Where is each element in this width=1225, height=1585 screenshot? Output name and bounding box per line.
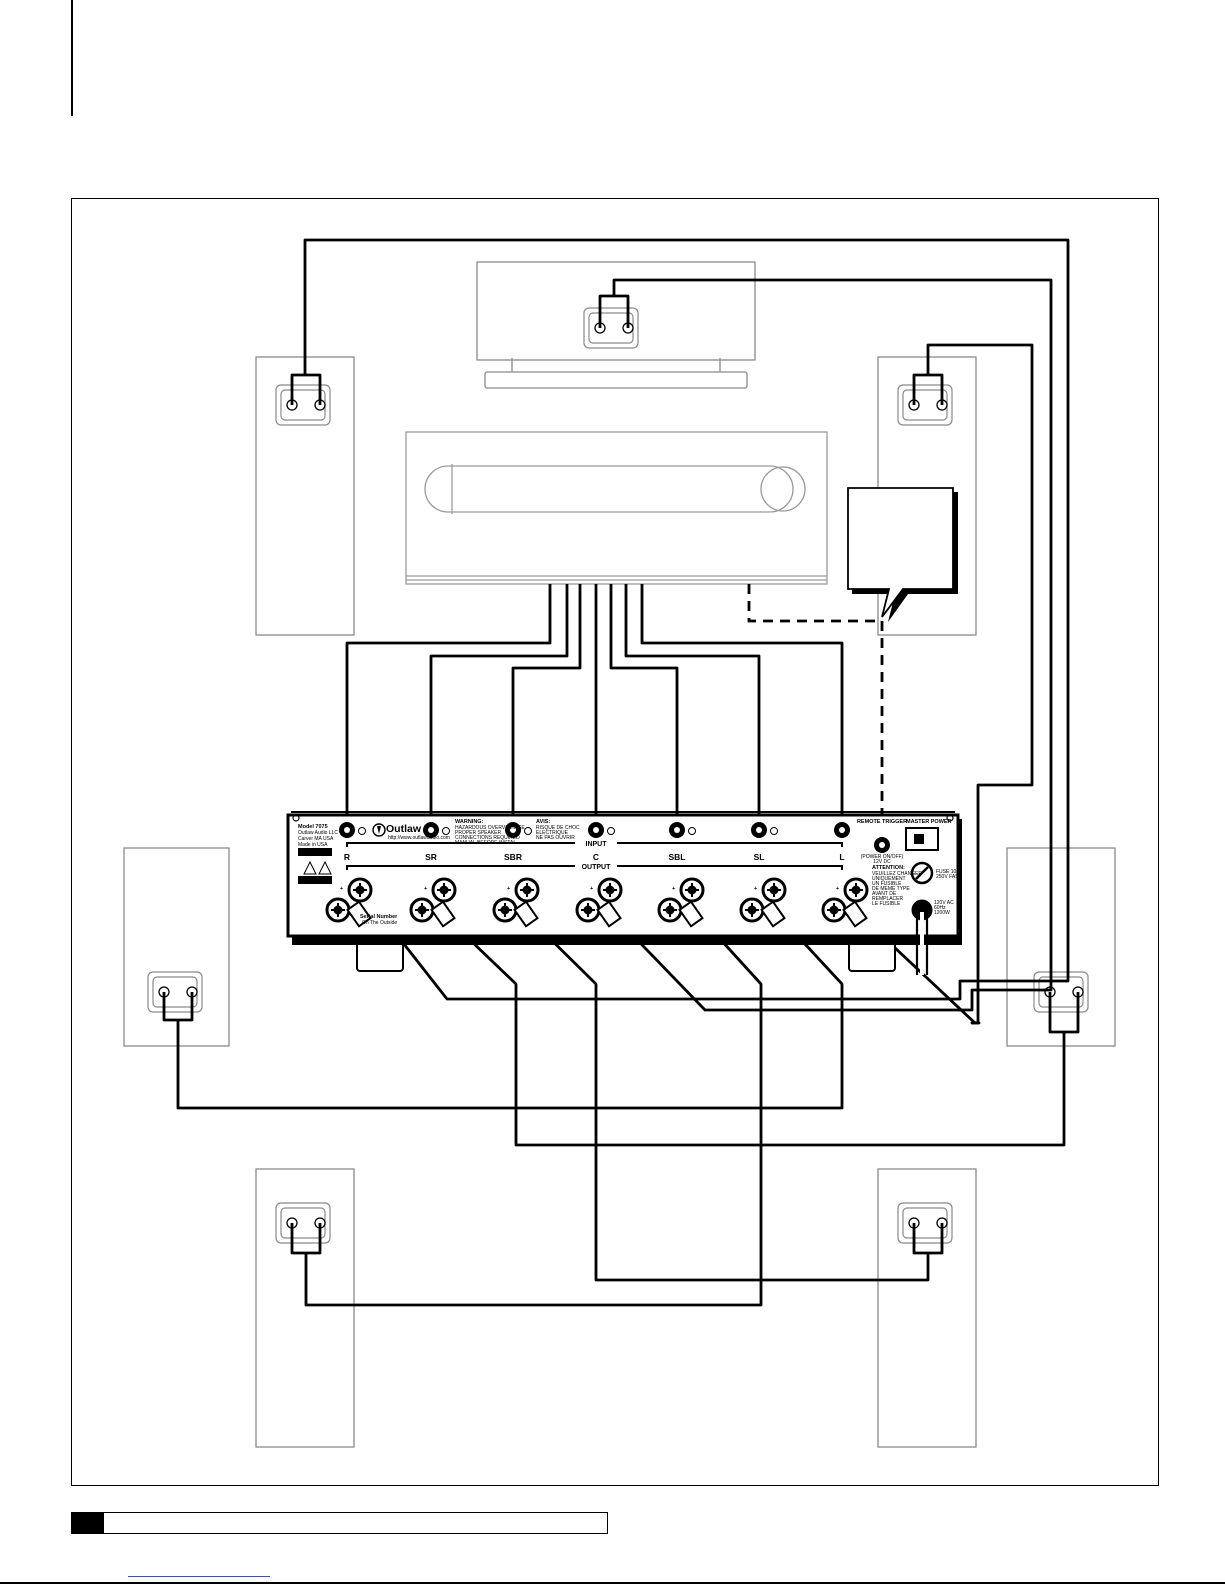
footer-bar [71,1512,608,1534]
model-line: Outlaw Audio LLC [298,830,338,836]
attention-line: UN FUSIBLE [872,881,902,887]
serial-sub: On The Outside [362,920,397,926]
svg-text:+: + [507,886,510,892]
warning-line: PROPER SPEAKER [455,830,502,836]
center-speaker [476,261,756,389]
footer-block [72,1513,104,1533]
svg-text:+: + [424,886,427,892]
svg-text:+: + [590,886,593,892]
fuse-label: FUSE 10A [936,869,960,875]
surround-right-speaker [123,847,230,1047]
attention-title: ATTENTION: [872,865,905,871]
svg-text:+: + [672,886,675,892]
channel-label-sbl: SBL [669,852,686,862]
warning-line: HAZARDOUS OVERVOLTAGE [455,825,525,831]
master-power-label: MASTER POWER [906,819,952,825]
outlaw-logo-icon [372,823,386,837]
attention-line: REMPLACER [872,896,904,902]
input-jack [339,822,850,838]
speaker-terminal-plate [147,307,1089,1244]
remote-trigger-jack [874,837,890,853]
polarity-marks: - + - + - + - + - + - + - + [326,886,839,908]
ac-label: 120V AC [934,900,954,906]
fuse-label: 250V FAST [936,874,962,880]
interconnect-cables [345,584,844,823]
page-margin-rule [71,0,73,116]
svg-text:-: - [326,902,328,908]
amplifier-rear-panel [286,811,962,972]
output-binding-post [325,877,869,928]
ac-label: 1200W [934,910,950,916]
channel-label-sbr: SBR [504,852,522,862]
svg-text:-: - [658,902,660,908]
brand-url: http://www.outlawaudio.com [388,835,450,841]
warning-fr-title: AVIS: [536,819,550,825]
bottom-rule [0,1582,1225,1584]
svg-text:-: - [410,902,412,908]
model-line: Made in USA [298,842,328,848]
remote-trigger-sub: (POWER ON/OFF) [861,854,904,860]
attention-line: UNIQUEMENT [872,876,906,882]
attention-line: AVANT DE [872,891,897,897]
remote-trigger-label: REMOTE TRIGGER [857,819,907,825]
channel-label-sr: SR [425,852,437,862]
av-receiver [405,431,828,585]
channel-label-r: R [344,852,350,862]
attention-line: VEUILLEZ CHANGER [872,871,922,877]
output-section-label: OUTPUT [582,864,612,871]
model-line: Model 7075 [298,824,328,830]
svg-text:+: + [836,886,839,892]
footer-link-underline[interactable] [128,1576,270,1577]
diagram-frame [71,198,1159,1486]
attention-line: LE FUSIBLE [872,901,901,907]
power-cord [911,899,933,975]
svg-text:-: - [576,902,578,908]
channel-label-c: C [593,852,599,862]
warning-fr-line: NE PAS OUVRIR [536,835,575,841]
surround-back-left-speaker [877,1168,977,1448]
serial-label: Serial Number [360,914,398,920]
ac-label: 60Hz [934,905,946,911]
svg-text:-: - [493,902,495,908]
warning-title: WARNING: [455,819,484,825]
warning-fr-line: RISQUE DE CHOC [536,825,580,831]
warning-line: CONNECTIONS REQUIRED [455,835,520,841]
trigger-cable [747,584,884,820]
ground-mark-icon [358,827,778,835]
svg-text:-: - [822,902,824,908]
remote-trigger-volt: 12V DC [873,859,891,865]
brand-logo: Outlaw [386,823,422,835]
surround-left-speaker [1006,847,1116,1047]
master-power-switch [905,827,939,851]
warning-line: MANUAL BEFORE INSTAL [455,840,516,846]
channel-label-sl: SL [754,852,765,862]
channel-label-l: L [839,852,844,862]
svg-text:+: + [754,886,757,892]
warning-fr-line: ELECTRIQUE [536,830,569,836]
surround-back-right-speaker [255,1168,355,1448]
model-line: Carver MA USA [298,836,334,842]
svg-text:+: + [340,886,343,892]
fuse-holder [910,861,934,885]
speaker-cables [162,238,1080,1307]
speaker-terminal-post [158,322,1084,1229]
remote-trigger-callout [847,487,958,622]
svg-text:-: - [740,902,742,908]
warning-label-icon [298,848,332,884]
attention-line: DE MEME TYPE [872,886,910,892]
input-section-label: INPUT [586,841,608,848]
